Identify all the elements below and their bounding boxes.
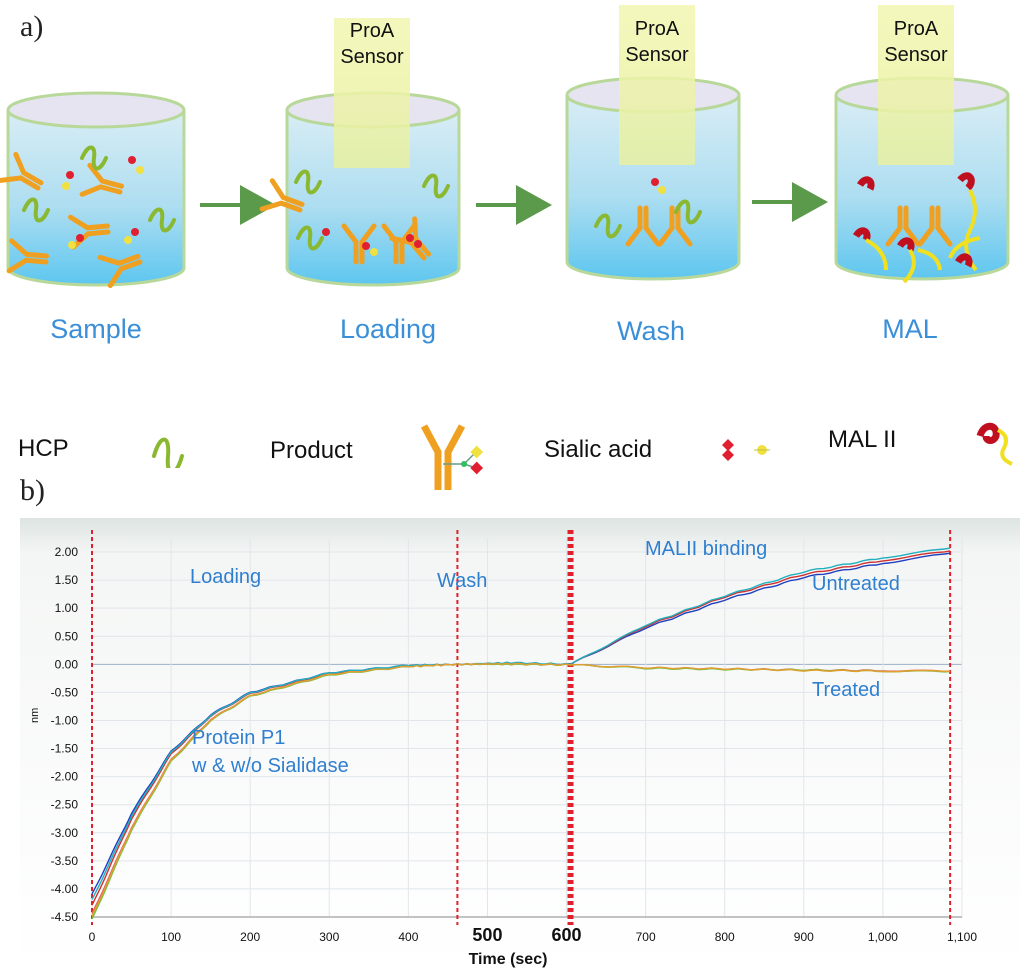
beaker-loading: [262, 18, 461, 287]
x-tick-labels: 0 100 200 300 400 500 600 700 800 900 1,000 1,100: [89, 925, 978, 945]
series-line-treated: [91, 662, 951, 917]
legend-sialic-acid-label: Sialic acid: [544, 436, 653, 463]
step-label-sample: Sample: [50, 314, 142, 344]
sensor-label-line1: ProA: [634, 18, 680, 40]
x-tick-label: 500: [472, 925, 502, 945]
y-tick-label: -3.50: [51, 854, 79, 868]
legend-hcp-label: HCP: [18, 435, 69, 462]
sensor-label-loading: ProA Sensor: [334, 18, 410, 70]
step-label-loading: Loading: [339, 314, 437, 344]
sialic-acid-icon: [722, 439, 770, 461]
y-axis-label: nm: [29, 708, 41, 723]
annotation-loading: Loading: [190, 566, 262, 588]
y-tick-label: 0.00: [55, 657, 79, 671]
sensor-label-line1: ProA: [893, 18, 939, 40]
y-tick-label: -2.00: [51, 770, 79, 784]
annotation-malii-binding: MALII binding: [645, 538, 768, 560]
beaker-sample: [1, 91, 186, 286]
phase-boundaries: [91, 530, 952, 925]
x-tick-label: 700: [636, 930, 656, 944]
chart-series: [91, 547, 951, 920]
y-tick-label: 1.00: [55, 601, 79, 615]
y-tick-label: 0.50: [55, 629, 79, 643]
y-tick-label: 2.00: [55, 545, 79, 559]
x-tick-label: 200: [240, 930, 260, 944]
step-label-mal: MAL: [882, 314, 938, 344]
sensor-label-mal: ProA Sensor: [878, 16, 954, 68]
y-tick-label: -3.00: [51, 826, 79, 840]
sensorgram-chart: 2.00 1.50 1.00 0.50 0.00 -0.50 -1.00 -1.50 -2.00…: [20, 518, 1020, 968]
y-tick-label: -1.50: [51, 742, 79, 756]
annotation-untreated: Untreated: [812, 573, 900, 595]
x-tick-label: 1,000: [868, 930, 898, 944]
sensor-label-line2: Sensor: [884, 44, 948, 66]
y-tick-labels: 2.00 1.50 1.00 0.50 0.00 -0.50 -1.00 -1.50 -2.00…: [51, 545, 79, 924]
annotation-protein-line1: Protein P1: [192, 727, 286, 749]
hcp-icon: [152, 437, 184, 468]
y-tick-label: -4.50: [51, 910, 79, 924]
y-tick-label: -4.00: [51, 882, 79, 896]
mal2-icon: [976, 422, 1013, 466]
product-icon: [420, 424, 484, 490]
y-tick-label: 1.50: [55, 573, 79, 587]
x-tick-label: 1,100: [947, 930, 977, 944]
legend-product-label: Product: [270, 437, 353, 464]
x-tick-label: 0: [89, 930, 96, 944]
x-tick-label: 900: [794, 930, 814, 944]
x-tick-label: 600: [552, 925, 582, 945]
step-label-wash: Wash: [616, 316, 685, 346]
sensor-label-line2: Sensor: [625, 44, 689, 66]
x-tick-label: 400: [398, 930, 418, 944]
annotation-treated: Treated: [812, 679, 881, 701]
beaker-mal: [834, 5, 1010, 284]
sensor-label-wash: ProA Sensor: [619, 16, 695, 68]
panel-a-letter: a): [20, 10, 44, 43]
panel-a-diagram: [0, 5, 1010, 310]
beaker-wash: [565, 5, 741, 281]
sensor-label-line2: Sensor: [340, 46, 404, 68]
y-tick-label: -0.50: [51, 685, 79, 699]
x-tick-label: 300: [319, 930, 339, 944]
y-tick-label: -1.00: [51, 713, 79, 727]
chart-frame: [20, 518, 1020, 968]
annotation-protein-line2: w & w/o Sialidase: [192, 755, 349, 777]
x-axis-label: Time (sec): [469, 951, 548, 968]
legend-mal2-label: MAL II: [828, 426, 897, 453]
annotation-wash: Wash: [437, 570, 488, 592]
y-tick-label: -2.50: [51, 798, 79, 812]
chart-grid: [91, 538, 963, 918]
x-tick-label: 100: [161, 930, 181, 944]
x-tick-label: 800: [715, 930, 735, 944]
panel-b-letter: b): [20, 474, 45, 507]
annotation-protein: Protein P1 w & w/o Sialidase: [192, 724, 349, 780]
sensor-label-line1: ProA: [349, 20, 395, 42]
